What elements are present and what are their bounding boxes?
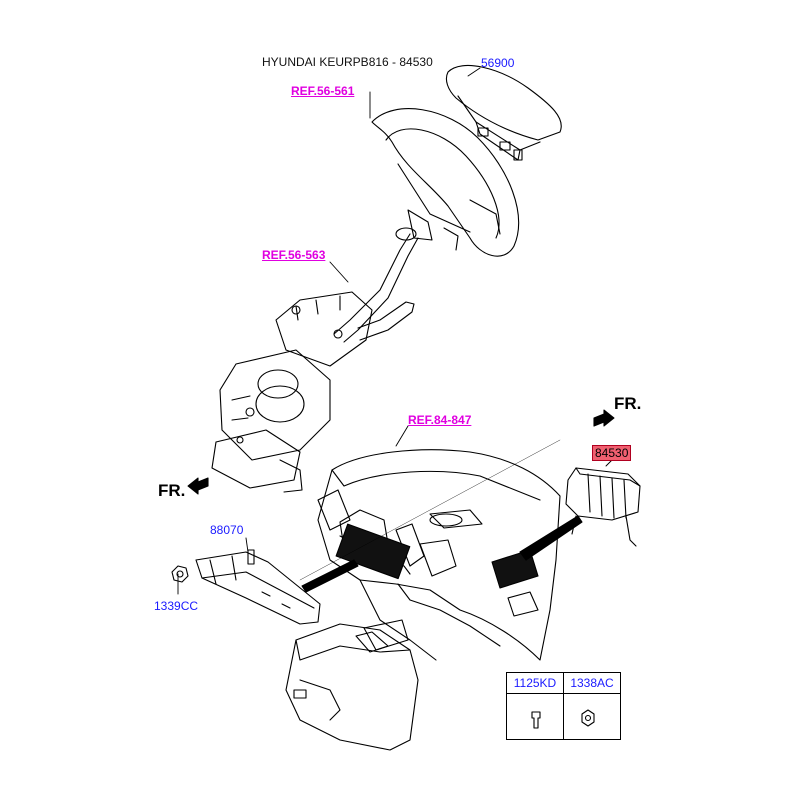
passenger-airbag-drawing — [565, 467, 641, 547]
part-label-88070[interactable]: 88070 — [210, 523, 244, 537]
dashboard-drawing — [299, 439, 561, 661]
fr-arrow-left-drawing — [187, 477, 209, 495]
eps-motor-drawing — [211, 349, 331, 493]
legend-icons — [531, 709, 595, 729]
part-label-84530[interactable]: 84530 — [592, 445, 632, 461]
nut-left-drawing — [171, 565, 189, 583]
leader-lines — [177, 67, 615, 595]
part-label-1339cc[interactable]: 1339CC — [154, 599, 199, 613]
legend-cell: 1338AC — [564, 673, 620, 739]
steering-column-drawing — [275, 227, 419, 367]
nut-icon — [581, 709, 595, 727]
installation-arrow-right-drawing — [519, 515, 583, 561]
steering-wheel-drawing — [371, 108, 520, 257]
fr-label-right: FR. — [614, 394, 642, 413]
diagram-title: HYUNDAI KEURPB816 - 84530 — [262, 55, 433, 69]
legend-cell: 1125KD — [507, 673, 564, 739]
ref-label-steering-wheel[interactable]: REF.56-561 — [291, 84, 355, 98]
installation-arrow-left-drawing — [301, 559, 359, 593]
legend-code-1338ac[interactable]: 1338AC — [564, 673, 620, 694]
fr-label-left: FR. — [158, 481, 186, 500]
fr-arrow-right-drawing — [593, 409, 615, 427]
ref-label-crash-pad[interactable]: REF.84-847 — [408, 413, 472, 427]
console-drawing — [285, 623, 419, 751]
ref-label-steering-column[interactable]: REF.56-563 — [262, 248, 326, 262]
bolt-icon — [531, 711, 541, 729]
driver-airbag-drawing — [445, 64, 562, 161]
legend-code-1125kd[interactable]: 1125KD — [507, 673, 563, 694]
part-label-56900[interactable]: 56900 — [481, 56, 515, 70]
fastener-legend-table: 1125KD 1338AC — [506, 672, 621, 740]
knee-airbag-drawing — [195, 549, 321, 625]
